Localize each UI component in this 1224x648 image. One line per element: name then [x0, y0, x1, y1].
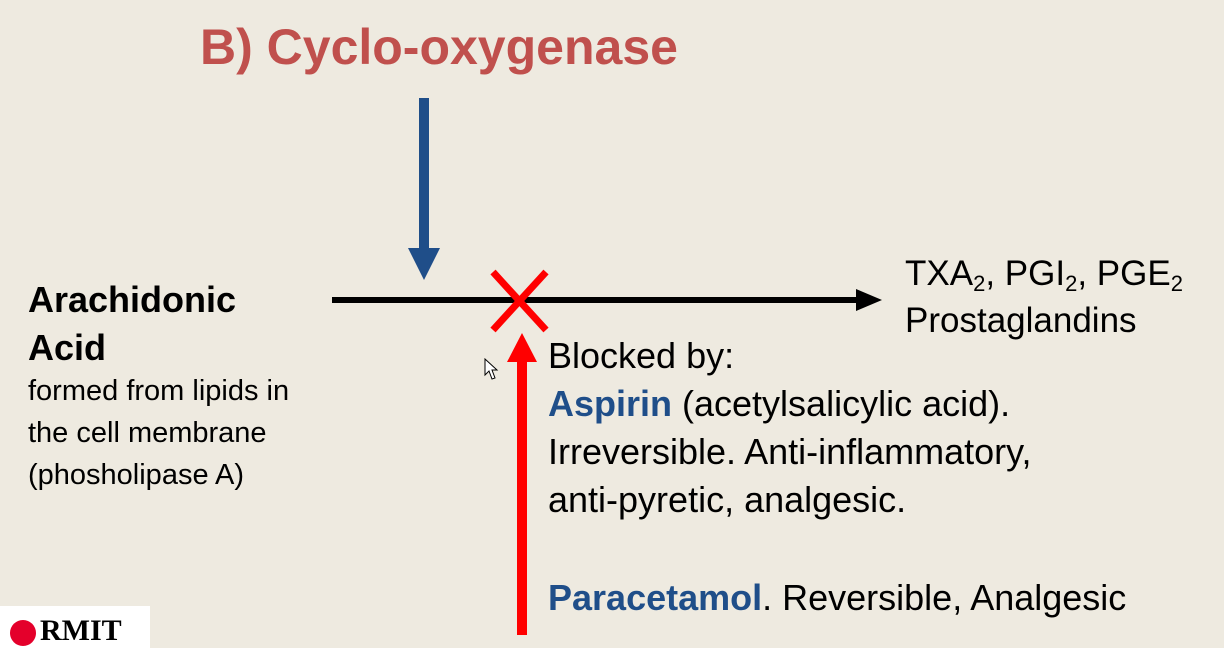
aspirin-properties-line1: Irreversible. Anti-inflammatory, [548, 431, 1032, 472]
aspirin-line: Aspirin (acetylsalicylic acid). [548, 380, 1031, 428]
paracetamol-detail: . Reversible, Analgesic [762, 577, 1127, 618]
products-name: Prostaglandins [905, 301, 1137, 340]
logo-text: RMIT [40, 614, 122, 647]
mouse-pointer-icon [484, 358, 499, 380]
slide-title: B) Cyclo-oxygenase [200, 19, 678, 75]
products-list: TXA2, PGI2, PGE2 [905, 250, 1183, 297]
substrate-description: formed from lipids in the cell membrane … [28, 370, 289, 496]
block-x-mark [490, 269, 549, 333]
substrate-name-line1: Arachidonic [28, 279, 237, 320]
products-separator-2: , [1077, 254, 1097, 293]
txa-text: TXA [905, 254, 974, 293]
aspirin-detail: (acetylsalicylic acid). [672, 383, 1011, 424]
substrate-name-line2: Acid [28, 327, 107, 368]
blockers-text: Blocked by: Aspirin (acetylsalicylic aci… [548, 332, 1031, 524]
products-label: TXA2, PGI2, PGE2 Prostaglandins [905, 250, 1183, 344]
substrate-desc-line1: formed from lipids in [28, 375, 290, 407]
substrate-desc-line2: the cell membrane [28, 417, 267, 449]
logo-dot-icon [10, 620, 36, 646]
enzyme-arrow [408, 98, 440, 280]
paracetamol-name: Paracetamol [548, 577, 763, 618]
paracetamol-line: Paracetamol. Reversible, Analgesic [548, 574, 1126, 622]
reaction-arrow [332, 289, 882, 311]
pgi-text: PGI [1004, 254, 1066, 293]
txa-subscript: 2 [973, 271, 986, 296]
aspirin-name: Aspirin [548, 383, 673, 424]
products-separator-1: , [985, 254, 1005, 293]
aspirin-properties-line2: anti-pyretic, analgesic. [548, 479, 907, 520]
pge-text: PGE [1096, 254, 1171, 293]
inhibitor-arrow [507, 333, 537, 635]
substrate-label: Arachidonic Acid [28, 276, 236, 372]
rmit-logo: RMIT [0, 606, 150, 648]
blocked-heading: Blocked by: [548, 335, 735, 376]
pgi-subscript: 2 [1065, 271, 1078, 296]
pge-subscript: 2 [1170, 271, 1183, 296]
substrate-desc-line3: (phosholipase A) [28, 459, 245, 491]
